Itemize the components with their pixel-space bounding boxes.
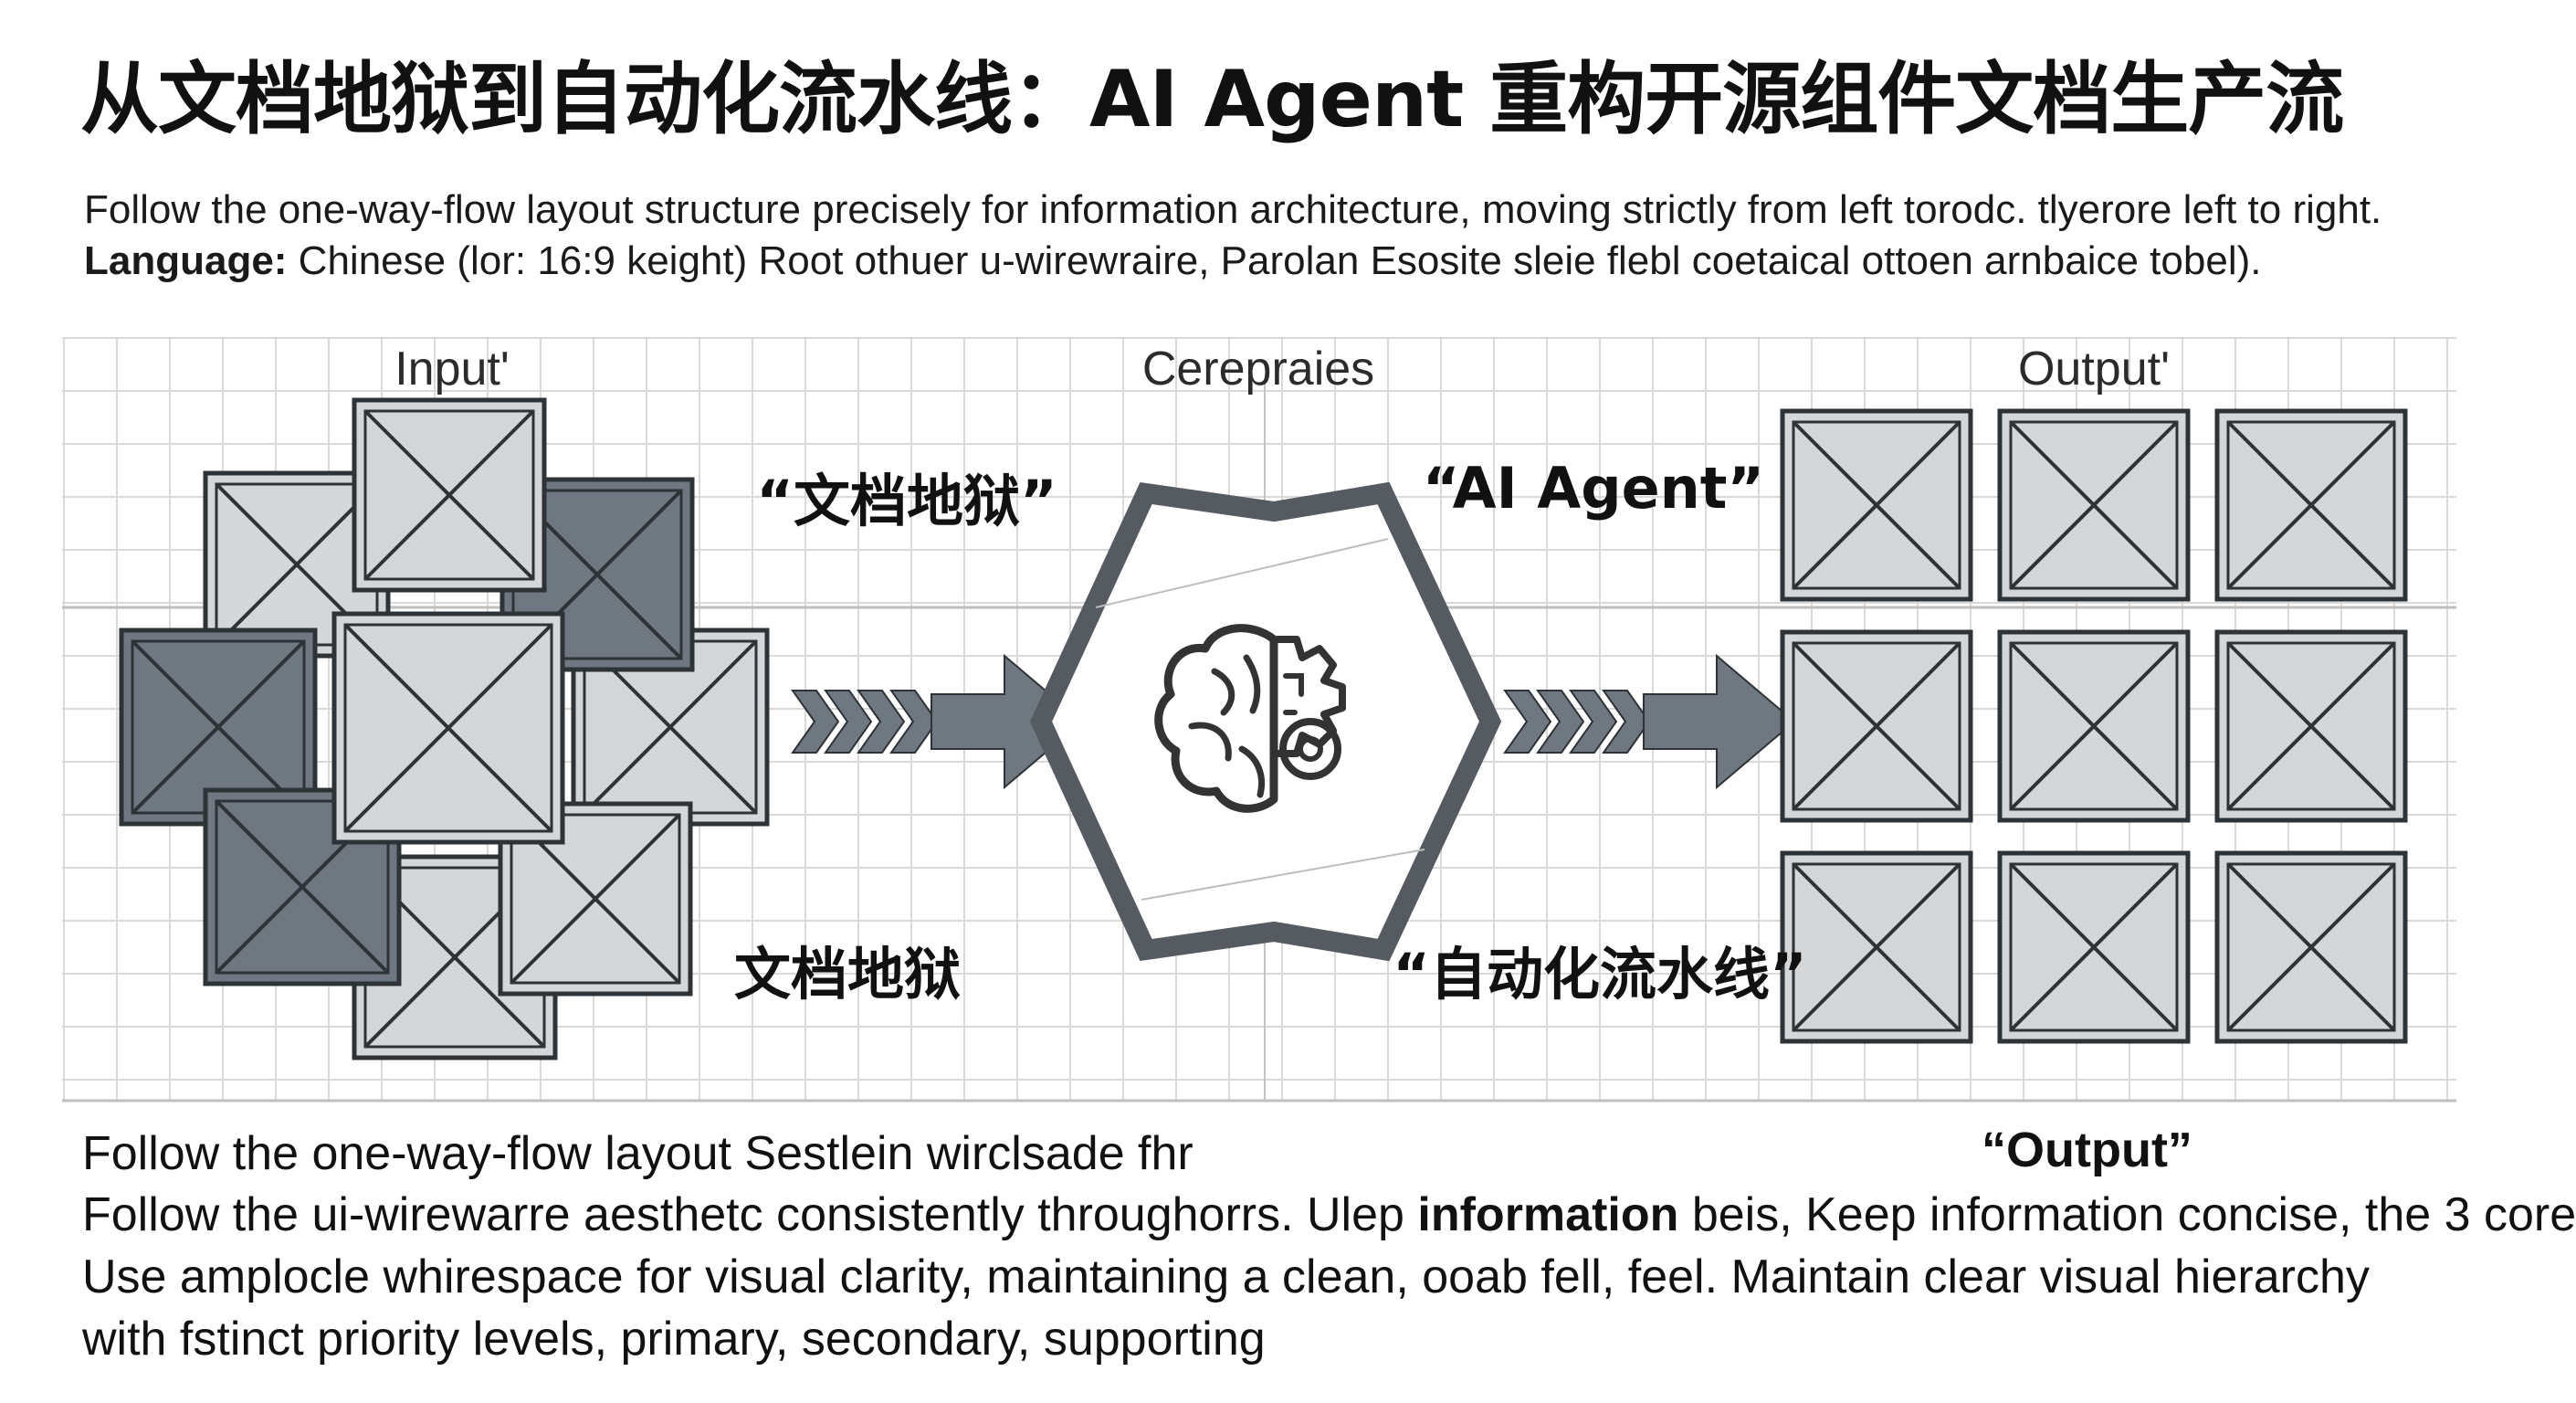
ai-agent-hexagon (1029, 481, 1502, 962)
document-tile (1780, 408, 1973, 602)
placeholder-cross-icon (1792, 420, 1961, 590)
placeholder-cross-icon (1792, 641, 1961, 811)
pipeline-label: “自动化流水线” (1393, 941, 1807, 1007)
doc-hell-label: 文档地狱 (733, 941, 962, 1007)
language-label: Language: (84, 238, 288, 283)
diagram-canvas (62, 337, 2456, 1102)
output-document-grid (1780, 408, 2408, 1044)
doc-hell-quoted-label: “文档地狱” (756, 468, 1057, 534)
brain-gear-icon (1154, 624, 1346, 813)
center-column-label: Cerepraies (1141, 343, 1375, 396)
page-title: 从文档地狱到自动化流水线：AI Agent 重构开源组件文档生产流 (80, 54, 2344, 145)
chevron-arrow-icon (1503, 653, 1796, 790)
input-column-label: Input' (394, 343, 510, 396)
placeholder-cross-icon (131, 639, 306, 815)
language-text: Chinese (lor: 16:9 keight) Root othuer u… (287, 238, 2262, 283)
document-tile (1997, 408, 2191, 602)
footer-line-2-b: beis, Keep information concise, the 3 co… (1678, 1188, 2576, 1241)
document-tile (1780, 850, 1973, 1044)
footer-line-1: Follow the one-way-flow layout Sestlein … (82, 1127, 1193, 1180)
footer-line-4: with fstinct priority levels, primary, s… (82, 1313, 1266, 1366)
footer-line-2-a: Follow the ui-wirewarre aesthetc consist… (82, 1188, 1418, 1241)
document-tile (2214, 629, 2408, 823)
flow-arrow-left (791, 653, 1084, 790)
document-tile (352, 397, 547, 593)
footer-line-2: Follow the ui-wirewarre aesthetc consist… (82, 1187, 2576, 1243)
placeholder-cross-icon (2226, 420, 2396, 590)
ai-agent-label: “AI Agent” (1422, 455, 1765, 522)
document-tile (2214, 850, 2408, 1044)
document-tile (2214, 408, 2408, 602)
placeholder-cross-icon (1792, 862, 1961, 1032)
placeholder-cross-icon (2009, 420, 2179, 590)
subtitle-line-2: Language: Chinese (lor: 16:9 keight) Roo… (84, 237, 2476, 286)
output-quote-label: “Output” (1982, 1123, 2192, 1177)
placeholder-cross-icon (2226, 862, 2396, 1032)
footer-line-3: Use amplocle whirespace for visual clari… (82, 1250, 2370, 1303)
document-tile (1997, 850, 2191, 1044)
footer-line-2-bold: information (1417, 1188, 1679, 1241)
document-tile (1780, 629, 1973, 823)
placeholder-cross-icon (2226, 641, 2396, 811)
document-tile (331, 611, 565, 845)
placeholder-cross-icon (343, 623, 553, 833)
document-tile (1997, 629, 2191, 823)
output-column-label: Output' (2017, 343, 2171, 396)
flow-arrow-right (1503, 653, 1796, 790)
subtitle-line-1: Follow the one-way-flow layout structure… (84, 187, 2382, 232)
placeholder-cross-icon (2009, 862, 2179, 1032)
placeholder-cross-icon (2009, 641, 2179, 811)
chevron-arrow-icon (791, 653, 1084, 790)
placeholder-cross-icon (363, 409, 535, 581)
input-document-cluster (119, 397, 770, 1060)
